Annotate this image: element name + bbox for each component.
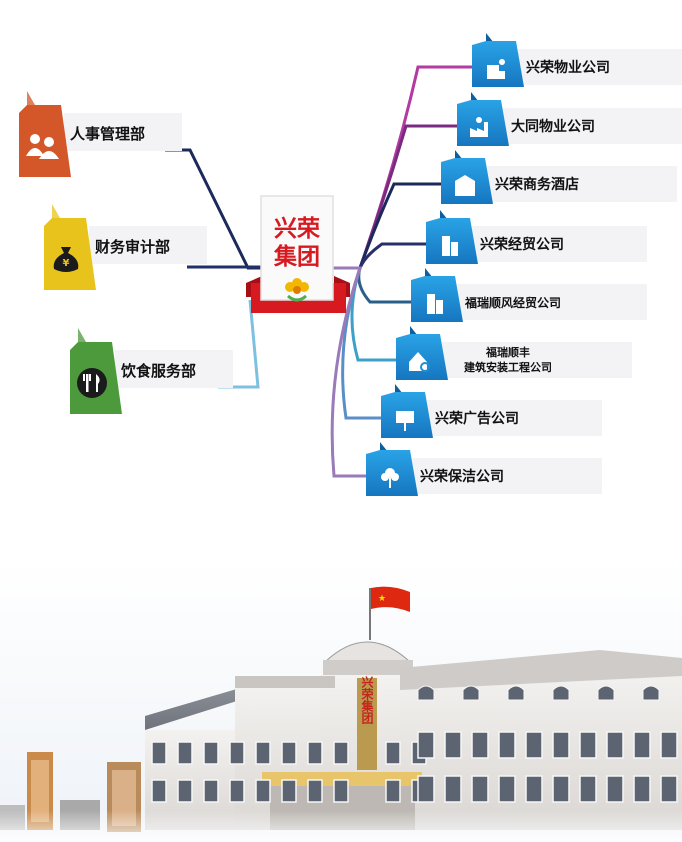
flower-icon	[381, 468, 399, 488]
fork-knife-icon	[77, 368, 107, 398]
company-label: 建筑安装工程公司	[464, 360, 552, 374]
office-tower-icon	[427, 294, 443, 314]
company-node: 兴荣商务酒店	[441, 150, 677, 204]
company-node: 兴荣广告公司	[381, 384, 602, 438]
company-label: 兴荣商务酒店	[495, 176, 579, 193]
center-node: 兴荣 集团	[246, 195, 350, 313]
company-node: 兴荣物业公司	[472, 33, 682, 87]
company-tab	[411, 276, 463, 322]
company-label-bg	[442, 342, 632, 378]
company-label: 大同物业公司	[511, 118, 595, 135]
department-node: ¥ 财务审计部	[44, 204, 207, 290]
connector-line	[333, 242, 428, 270]
company-node: 兴荣经贸公司	[426, 210, 647, 264]
people-icon	[26, 134, 59, 159]
office-tower-icon	[442, 236, 458, 256]
company-list: 兴荣物业公司大同物业公司兴荣商务酒店兴荣经贸公司福瑞顺风经贸公司福瑞顺丰建筑安装…	[366, 33, 682, 496]
hotel-icon	[455, 175, 475, 196]
billboard-icon	[396, 411, 414, 431]
company-label: 福瑞顺丰	[485, 345, 530, 359]
company-label-bg	[487, 166, 677, 202]
department-label: 人事管理部	[70, 125, 145, 143]
connector-line	[330, 266, 368, 478]
factory-sun-icon	[470, 117, 488, 137]
company-label-bg	[427, 400, 602, 436]
company-label-bg	[457, 284, 647, 320]
money-bag-icon: ¥	[53, 247, 79, 272]
flag: ★	[369, 586, 410, 640]
flower-logo-icon	[285, 278, 309, 302]
company-node: 大同物业公司	[457, 92, 682, 146]
company-label: 兴荣广告公司	[435, 410, 519, 427]
company-label: 福瑞顺风经贸公司	[464, 295, 561, 310]
company-tab	[472, 41, 524, 87]
department-label-bg	[115, 350, 233, 388]
building-windows	[151, 685, 678, 803]
headquarters-building-photo: ★ 兴荣集团	[0, 560, 682, 842]
building-sun-icon	[487, 59, 505, 79]
company-label-bg	[412, 458, 602, 494]
house-search-icon	[409, 352, 430, 372]
company-tab	[426, 218, 478, 264]
company-label: 兴荣保洁公司	[420, 468, 504, 485]
center-title-line1: 兴荣	[274, 216, 320, 242]
department-node: 饮食服务部	[70, 328, 233, 414]
company-label: 兴荣物业公司	[526, 59, 610, 76]
company-label-bg	[503, 108, 682, 144]
department-label-bg	[89, 226, 207, 264]
department-label: 饮食服务部	[120, 362, 196, 380]
company-label: 兴荣经贸公司	[480, 236, 564, 253]
company-label-bg	[518, 49, 682, 85]
department-node: 人事管理部	[19, 91, 182, 177]
company-label-bg	[472, 226, 647, 262]
company-tab	[457, 100, 509, 146]
svg-text:★: ★	[378, 594, 386, 604]
building-sign: 兴荣集团	[360, 675, 374, 725]
department-tab	[44, 218, 96, 290]
company-node: 兴荣保洁公司	[366, 442, 602, 496]
svg-text:¥: ¥	[63, 258, 70, 269]
center-title-line2: 集团	[273, 243, 320, 270]
company-node: 福瑞顺风经贸公司	[411, 268, 647, 322]
department-label-bg	[64, 113, 182, 151]
department-label: 财务审计部	[95, 238, 170, 256]
